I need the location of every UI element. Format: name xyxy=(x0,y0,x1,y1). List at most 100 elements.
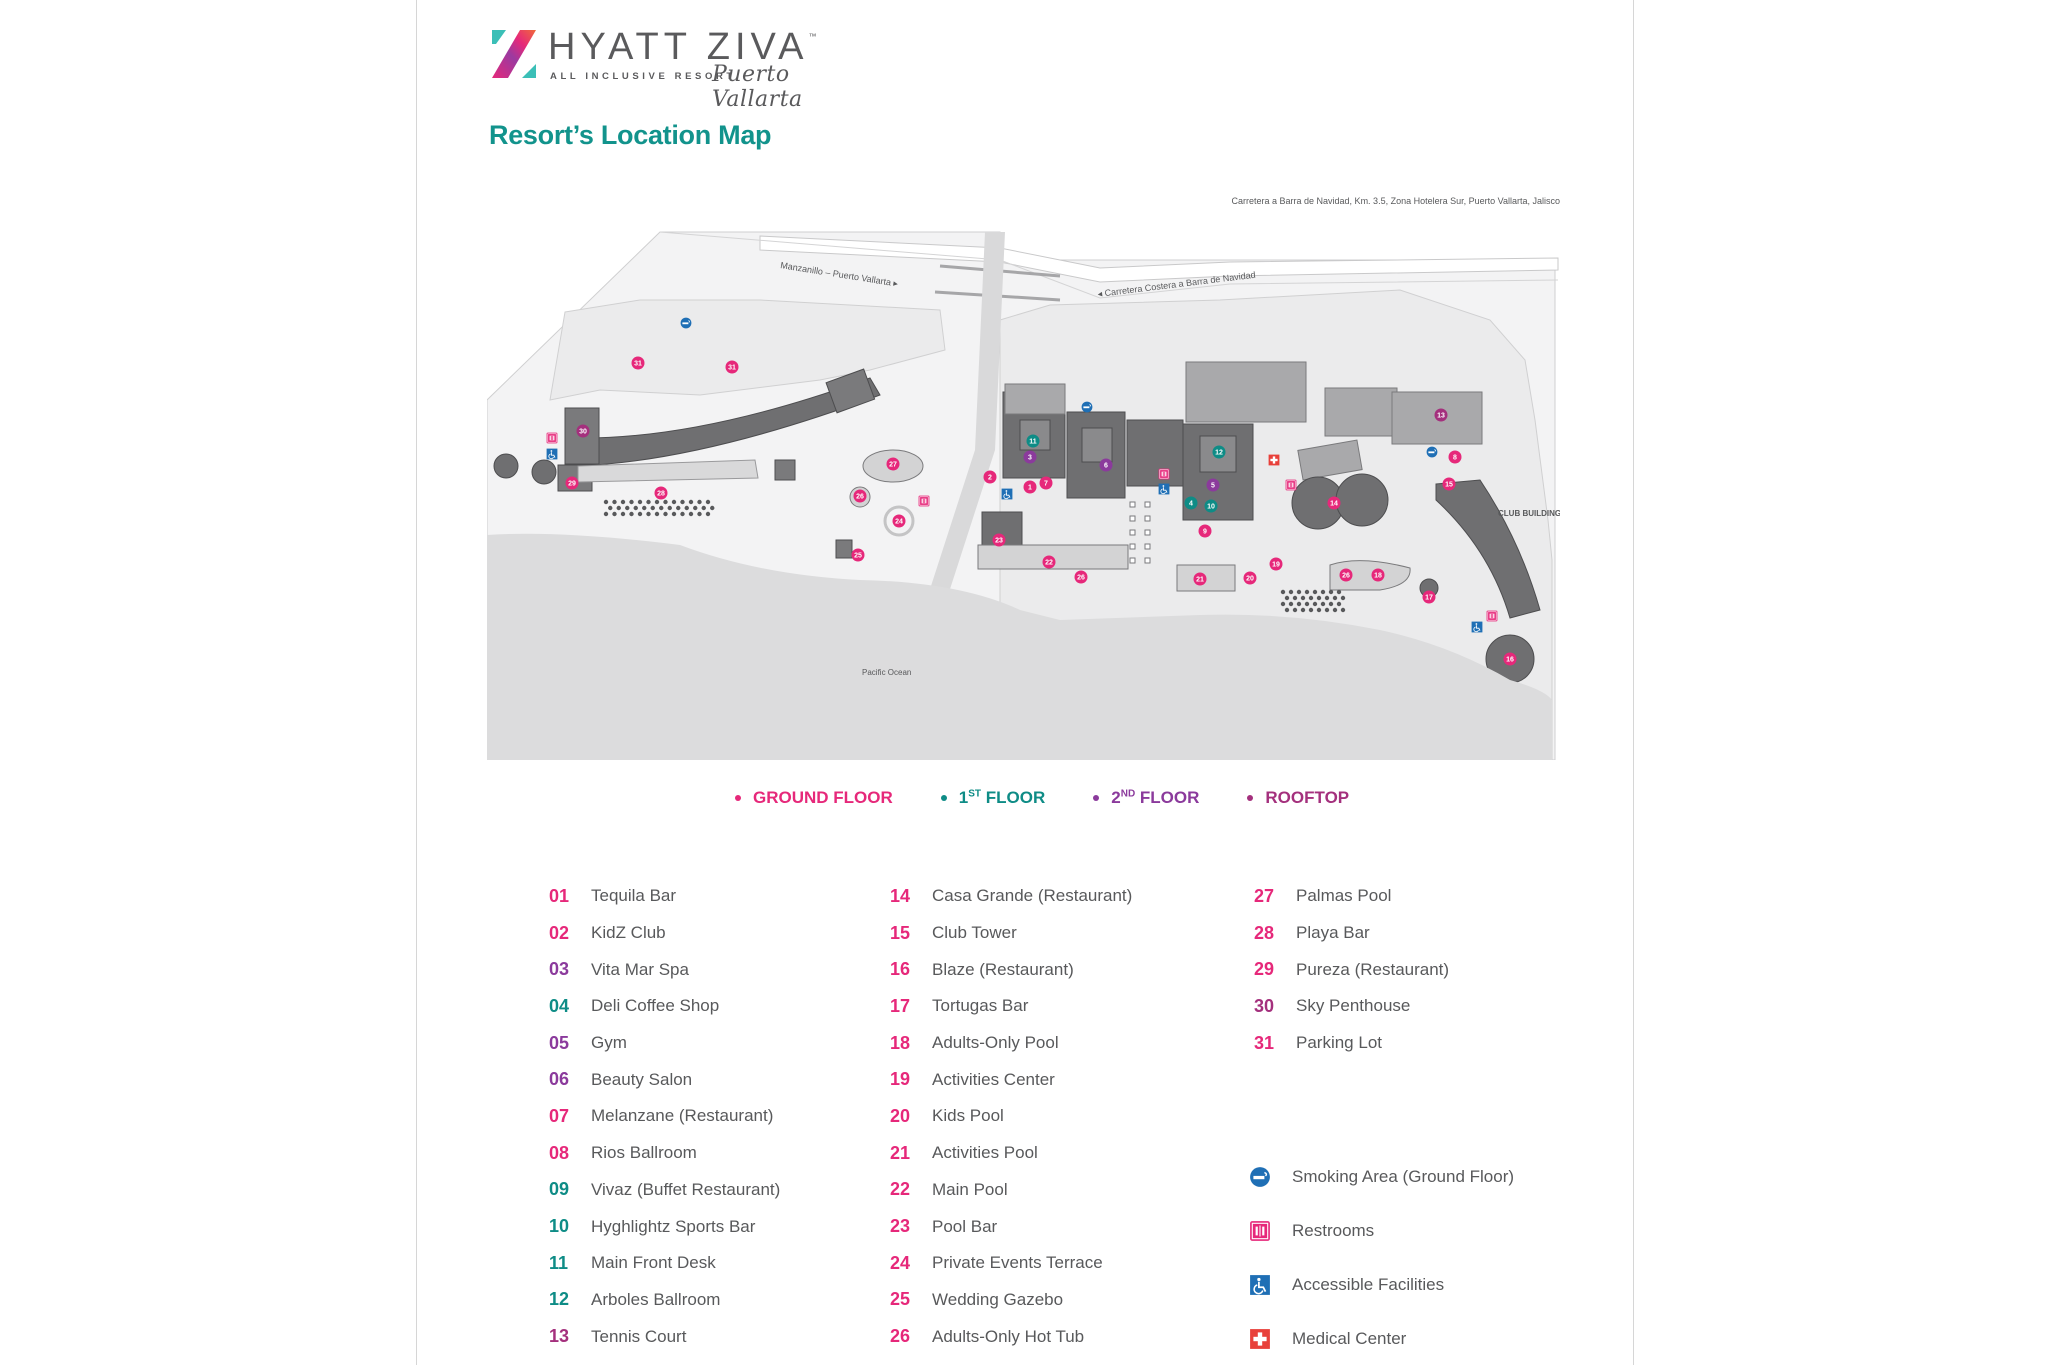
restroom-icon xyxy=(1248,1219,1272,1243)
directory-number: 09 xyxy=(549,1179,570,1200)
map-marker-5[interactable]: 5 xyxy=(1206,478,1220,492)
directory-label: Tortugas Bar xyxy=(932,996,1029,1016)
map-marker-31[interactable]: 31 xyxy=(631,356,645,370)
map-marker-26[interactable]: 26 xyxy=(1074,570,1088,584)
map-marker-14[interactable]: 14 xyxy=(1327,496,1341,510)
resort-map[interactable]: Manzanillo – Puerto Vallarta ▸ ◂ Carrete… xyxy=(487,228,1560,760)
restroom-icon xyxy=(1486,610,1498,622)
directory-number: 11 xyxy=(549,1252,569,1273)
map-marker-9[interactable]: 9 xyxy=(1198,524,1212,538)
map-marker-27[interactable]: 27 xyxy=(886,457,900,471)
map-marker-23[interactable]: 23 xyxy=(992,533,1006,547)
accessible-icon xyxy=(1248,1273,1272,1297)
directory-label: Playa Bar xyxy=(1296,923,1370,943)
directory-number: 31 xyxy=(1254,1032,1275,1053)
directory-label: Adults-Only Hot Tub xyxy=(932,1326,1085,1346)
map-marker-7[interactable]: 7 xyxy=(1039,476,1053,490)
floor-legend-label: 2ND FLOOR xyxy=(1111,788,1200,807)
directory-number: 05 xyxy=(549,1032,570,1053)
brand-location: Puerto Vallarta xyxy=(712,62,803,112)
svg-text:27: 27 xyxy=(889,462,897,469)
directory-label: Private Events Terrace xyxy=(932,1253,1103,1273)
svg-text:26: 26 xyxy=(1342,573,1350,580)
directory-number: 10 xyxy=(549,1216,570,1237)
map-marker-19[interactable]: 19 xyxy=(1269,557,1283,571)
smoking-icon xyxy=(1248,1165,1272,1189)
page-title: Resort’s Location Map xyxy=(489,120,772,150)
map-location-markers: 1234567891011121314151617181920212223242… xyxy=(565,356,1517,666)
map-marker-3[interactable]: 3 xyxy=(1023,450,1037,464)
map-marker-25[interactable]: 25 xyxy=(851,548,865,562)
directory-label: Hyghlightz Sports Bar xyxy=(591,1216,756,1236)
svg-text:21: 21 xyxy=(1196,577,1204,584)
svg-text:5: 5 xyxy=(1211,483,1215,490)
map-marker-26[interactable]: 26 xyxy=(1339,568,1353,582)
directory-item: 16 Blaze (Restaurant) xyxy=(890,951,1132,988)
map-marker-16[interactable]: 16 xyxy=(1503,652,1517,666)
svg-text:23: 23 xyxy=(995,538,1003,545)
svg-text:6: 6 xyxy=(1104,463,1108,470)
club-building-label: CLUB BUILDING xyxy=(1498,509,1560,518)
map-marker-2[interactable]: 2 xyxy=(983,470,997,484)
directory-number: 06 xyxy=(549,1069,570,1090)
amenity-medical: Medical Center xyxy=(1248,1312,1514,1366)
directory-label: Melanzane (Restaurant) xyxy=(591,1106,774,1126)
map-marker-15[interactable]: 15 xyxy=(1442,477,1456,491)
map-marker-22[interactable]: 22 xyxy=(1042,555,1056,569)
directory-number: 15 xyxy=(890,922,911,943)
map-marker-6[interactable]: 6 xyxy=(1099,458,1113,472)
directory-number: 22 xyxy=(890,1179,911,1200)
map-marker-29[interactable]: 29 xyxy=(565,476,579,490)
map-marker-28[interactable]: 28 xyxy=(654,486,668,500)
map-marker-12[interactable]: 12 xyxy=(1212,445,1226,459)
directory-label: Rios Ballroom xyxy=(591,1143,697,1163)
directory-label: Tennis Court xyxy=(591,1326,687,1346)
amenity-accessible: Accessible Facilities xyxy=(1248,1258,1514,1312)
directory-number: 08 xyxy=(549,1142,570,1163)
svg-text:28: 28 xyxy=(657,491,665,498)
directory-number: 23 xyxy=(890,1216,911,1237)
directory-label: Casa Grande (Restaurant) xyxy=(932,886,1133,906)
map-marker-17[interactable]: 17 xyxy=(1422,590,1436,604)
directory-number: 12 xyxy=(549,1289,570,1310)
map-marker-13[interactable]: 13 xyxy=(1434,408,1448,422)
map-marker-26[interactable]: 26 xyxy=(853,489,867,503)
directory-label: Main Front Desk xyxy=(591,1253,716,1273)
map-marker-30[interactable]: 30 xyxy=(576,424,590,438)
directory-number: 07 xyxy=(549,1105,570,1126)
map-marker-4[interactable]: 4 xyxy=(1184,496,1198,510)
map-marker-20[interactable]: 20 xyxy=(1243,571,1257,585)
directory-label: Blaze (Restaurant) xyxy=(932,959,1074,979)
directory-label: Vivaz (Buffet Restaurant) xyxy=(591,1179,781,1199)
svg-text:1: 1 xyxy=(1028,485,1032,492)
directory-item: 08 Rios Ballroom xyxy=(549,1135,780,1172)
map-marker-18[interactable]: 18 xyxy=(1371,568,1385,582)
map-marker-10[interactable]: 10 xyxy=(1204,499,1218,513)
resort-address: Carretera a Barra de Navidad, Km. 3.5, Z… xyxy=(1231,196,1561,206)
svg-text:31: 31 xyxy=(634,361,642,368)
directory-label: KidZ Club xyxy=(591,923,666,943)
map-marker-24[interactable]: 24 xyxy=(892,514,906,528)
directory-number: 16 xyxy=(890,959,911,980)
map-marker-11[interactable]: 11 xyxy=(1026,434,1040,448)
svg-text:17: 17 xyxy=(1425,595,1433,602)
map-marker-31[interactable]: 31 xyxy=(725,360,739,374)
map-marker-8[interactable]: 8 xyxy=(1448,450,1462,464)
map-marker-21[interactable]: 21 xyxy=(1193,572,1207,586)
medical-icon xyxy=(1268,454,1280,466)
map-marker-1[interactable]: 1 xyxy=(1023,480,1037,494)
